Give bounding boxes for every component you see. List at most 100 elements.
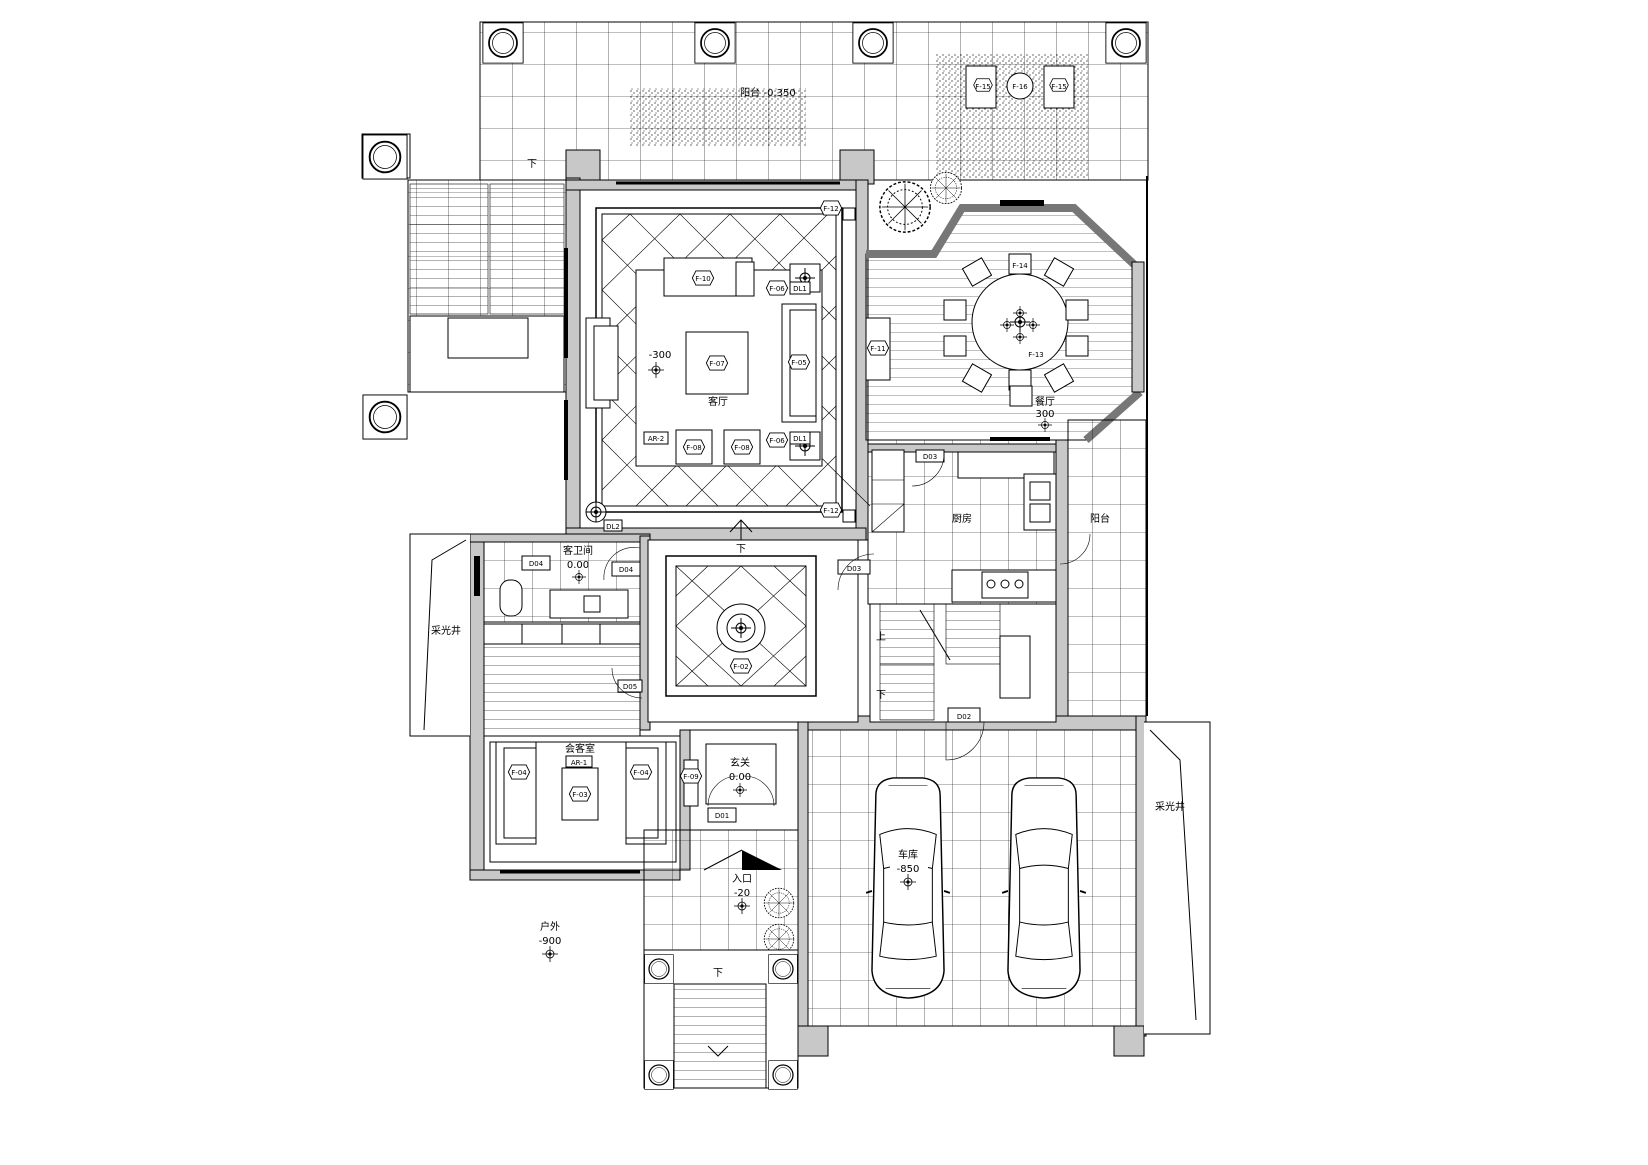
svg-text:上: 上 [876, 631, 886, 643]
guest-bath: D04 D04 客卫间 0.00 [474, 541, 641, 623]
tag-f16: F-16 [1012, 83, 1028, 91]
svg-text:D04: D04 [619, 566, 634, 574]
terrace-label: 阳台 -0.350 [740, 86, 795, 99]
garage-elev: -850 [897, 864, 920, 875]
window [564, 400, 568, 480]
guest-bath-elev: 0.00 [567, 560, 589, 571]
entrance-label: 入口 [732, 874, 752, 885]
fridge-cabinet [871, 449, 905, 533]
dining-label: 餐厅 [1035, 395, 1055, 408]
living-room: F-07 F-10 F-05 F-08 F-08 F-06 F-06 DL1 D… [564, 181, 871, 532]
main-stair: 上 下 D02 [869, 603, 1057, 761]
column [644, 1060, 674, 1090]
tree-icon [929, 171, 963, 205]
svg-text:F-12: F-12 [823, 507, 838, 515]
column [768, 954, 798, 984]
svg-text:F-15: F-15 [975, 83, 990, 91]
column [362, 134, 408, 180]
garage-label: 车库 [898, 848, 918, 861]
reception-label: 会客室 [565, 742, 595, 755]
chair [961, 363, 993, 393]
chair [943, 335, 967, 357]
column [1105, 22, 1147, 64]
chair [943, 299, 967, 321]
vestibule-label: 玄关 [730, 756, 750, 769]
svg-text:F-02: F-02 [733, 663, 748, 671]
vestibule: F-09 玄关 0.00 D01 [679, 729, 799, 831]
column [694, 22, 736, 64]
column [362, 394, 408, 440]
svg-text:D04: D04 [529, 560, 544, 568]
outdoor-elev: -900 [539, 936, 562, 947]
reception-room: D05 F-04 F-04 F-03 AR-1 会客室 [483, 623, 681, 874]
svg-text:F-03: F-03 [572, 791, 587, 799]
chair [1043, 363, 1075, 393]
svg-text:F-09: F-09 [683, 773, 698, 781]
chair [1065, 335, 1089, 357]
foyer: F-02 下 D03 [647, 519, 875, 723]
lightwell-left: 采光井 [409, 533, 470, 737]
sofa-left [495, 741, 537, 845]
entrance-porch: 入口 -20 下 [643, 829, 799, 1090]
lightwell-left-label: 采光井 [431, 624, 461, 637]
left-stair [361, 133, 567, 440]
kitchen: D03 厨房 [867, 439, 1091, 605]
chair [961, 257, 993, 287]
column [644, 954, 674, 984]
svg-text:F-05: F-05 [791, 359, 806, 367]
chair [1065, 299, 1089, 321]
dining-elev: 300 [1035, 409, 1054, 420]
svg-text:F-15: F-15 [1051, 83, 1066, 91]
sofa-right [625, 741, 667, 845]
tree-icon [879, 181, 931, 233]
vestibule-elev: 0.00 [729, 772, 751, 783]
right-exterior: 阳台 采光井 [1067, 176, 1211, 1035]
lightwell-right-label: 采光井 [1155, 800, 1185, 813]
svg-text:下: 下 [736, 544, 746, 555]
svg-text:F-06: F-06 [769, 285, 785, 293]
svg-text:F-12: F-12 [823, 205, 838, 213]
chair [1008, 253, 1032, 275]
svg-text:下: 下 [713, 968, 723, 979]
entrance-elev: -20 [734, 888, 750, 899]
living-room-label: 客厅 [708, 395, 728, 408]
car-icon [1001, 776, 1087, 1000]
column [852, 22, 894, 64]
kitchen-label: 厨房 [952, 512, 972, 525]
svg-text:D01: D01 [715, 812, 729, 820]
svg-text:DL1: DL1 [793, 285, 807, 293]
garage: 车库 -850 [807, 729, 1137, 1027]
dining-chairs: F-14 [943, 253, 1089, 393]
svg-text:F-06: F-06 [769, 437, 785, 445]
balcony-label: 阳台 [1090, 512, 1110, 525]
stair-down-mark: 下 [527, 159, 537, 170]
svg-text:D03: D03 [923, 453, 937, 461]
stipple-patch [630, 88, 806, 146]
terrace-table [1006, 72, 1034, 100]
outdoor: 户外 -900 [539, 920, 562, 962]
svg-text:AR-1: AR-1 [571, 759, 587, 767]
outdoor-label: 户外 [540, 920, 560, 933]
svg-text:F-11: F-11 [870, 345, 885, 353]
tag-f13: F-13 [1028, 351, 1043, 359]
shrub-icon [763, 923, 795, 955]
chair [1043, 257, 1075, 287]
svg-text:DL2: DL2 [606, 523, 620, 531]
dining-room: F-14 F-13 F-11 餐厅 300 [865, 200, 1145, 443]
svg-text:DL1: DL1 [793, 435, 807, 443]
column [768, 1060, 798, 1090]
svg-text:D05: D05 [623, 683, 637, 691]
svg-text:F-10: F-10 [695, 275, 710, 283]
guest-bath-label: 客卫间 [563, 544, 593, 557]
svg-text:F-07: F-07 [709, 360, 724, 368]
window [564, 248, 568, 358]
column [482, 22, 524, 64]
shrub-icon [763, 887, 795, 919]
svg-text:F-14: F-14 [1012, 262, 1028, 270]
toilet-icon [499, 579, 523, 617]
svg-text:F-04: F-04 [511, 769, 527, 777]
svg-text:F-04: F-04 [633, 769, 649, 777]
svg-text:D02: D02 [957, 713, 971, 721]
svg-text:F-08: F-08 [734, 444, 749, 452]
